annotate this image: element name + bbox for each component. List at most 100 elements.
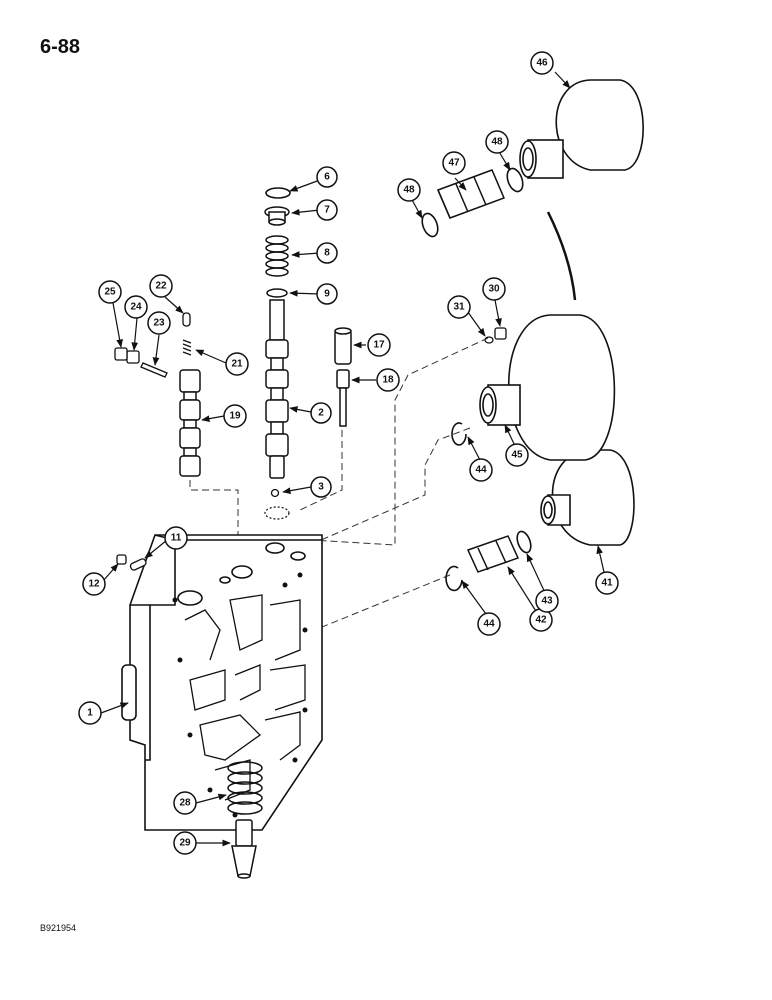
callout-8: 8 — [316, 242, 338, 264]
svg-text:17: 17 — [373, 340, 385, 351]
o-ring-48-right — [506, 167, 524, 193]
callout-7: 7 — [316, 199, 338, 221]
sleeve-24 — [126, 350, 140, 364]
fitting-30 — [494, 327, 507, 340]
svg-text:1: 1 — [87, 708, 93, 719]
valve-bore-seat — [264, 506, 290, 520]
callout-48-right: 48 — [485, 130, 509, 154]
snap-ring-44-upper — [451, 422, 467, 446]
spool-19 — [179, 369, 201, 477]
callout-42: 42 — [529, 608, 553, 632]
spring-8 — [265, 235, 289, 277]
callout-17: 17 — [367, 333, 391, 357]
svg-text:46: 46 — [536, 58, 548, 69]
svg-text:43: 43 — [541, 596, 553, 607]
plug-17 — [334, 327, 352, 365]
connector-42 — [466, 535, 520, 573]
callout-22: 22 — [149, 274, 173, 298]
svg-text:28: 28 — [179, 798, 191, 809]
callout-1: 1 — [78, 701, 102, 725]
callout-47: 47 — [442, 151, 466, 175]
svg-text:7: 7 — [324, 205, 330, 216]
plug-29 — [231, 819, 257, 879]
pin-18 — [336, 369, 350, 427]
check-ball — [270, 488, 280, 498]
leader-lines — [100, 71, 605, 847]
o-ring-48-left — [421, 212, 439, 238]
callout-3: 3 — [310, 476, 332, 498]
svg-text:11: 11 — [171, 533, 182, 544]
callout-23: 23 — [147, 311, 171, 335]
plug-25 — [114, 347, 128, 361]
svg-text:31: 31 — [453, 302, 465, 313]
callout-19: 19 — [223, 404, 247, 428]
pin-23 — [140, 362, 168, 378]
valve-body — [121, 534, 323, 831]
snap-ring-44-lower — [445, 565, 463, 592]
svg-text:18: 18 — [382, 375, 394, 386]
callout-31: 31 — [447, 295, 471, 319]
svg-text:44: 44 — [475, 465, 487, 476]
callout-24: 24 — [124, 295, 148, 319]
retaining-ring-6 — [265, 187, 291, 199]
svg-text:42: 42 — [535, 615, 547, 626]
svg-text:2: 2 — [318, 408, 324, 419]
callout-46: 46 — [530, 51, 554, 75]
o-ring-43 — [516, 530, 532, 554]
svg-text:19: 19 — [229, 411, 241, 422]
callout-21: 21 — [225, 352, 249, 376]
svg-text:3: 3 — [318, 482, 324, 493]
callout-9: 9 — [316, 283, 338, 305]
svg-text:9: 9 — [324, 289, 330, 300]
routing-arc — [546, 211, 577, 301]
svg-text:24: 24 — [130, 302, 142, 313]
callout-45: 45 — [505, 443, 529, 467]
svg-text:45: 45 — [511, 450, 523, 461]
callout-11: 11 — [164, 526, 188, 550]
callout-29: 29 — [173, 831, 197, 855]
svg-text:47: 47 — [448, 158, 460, 169]
svg-text:48: 48 — [491, 137, 503, 148]
svg-text:6: 6 — [324, 172, 330, 183]
callout-18: 18 — [376, 368, 400, 392]
callout-44-lower: 44 — [477, 612, 501, 636]
spring-21 — [182, 339, 192, 356]
svg-text:23: 23 — [153, 318, 165, 329]
svg-text:8: 8 — [324, 248, 330, 259]
spring-seat-7 — [264, 206, 290, 226]
svg-text:25: 25 — [104, 287, 116, 298]
svg-text:41: 41 — [601, 578, 613, 589]
svg-text:29: 29 — [179, 838, 191, 849]
washer-9 — [266, 288, 288, 298]
callouts: 6 7 8 9 2 3 17 18 19 21 22 23 24 25 11 1… — [78, 51, 619, 855]
callout-25: 25 — [98, 280, 122, 304]
svg-text:21: 21 — [231, 359, 243, 370]
o-ring-31 — [484, 336, 494, 344]
valve-spool — [265, 299, 289, 479]
pin-22 — [182, 312, 191, 327]
callout-12: 12 — [82, 572, 106, 596]
svg-text:48: 48 — [403, 185, 415, 196]
pin-11 — [129, 558, 147, 571]
callout-30: 30 — [482, 277, 506, 301]
drawing-code: B921954 — [40, 923, 77, 933]
callout-44-upper: 44 — [469, 458, 493, 482]
svg-text:22: 22 — [155, 281, 167, 292]
svg-text:30: 30 — [488, 284, 500, 295]
accumulator-41 — [540, 449, 635, 546]
accumulator-46 — [519, 79, 644, 179]
callout-28: 28 — [173, 791, 197, 815]
page-number: 6-88 — [40, 36, 81, 58]
callout-48-left: 48 — [397, 178, 421, 202]
connector-47 — [436, 169, 506, 219]
spring-28 — [227, 761, 263, 815]
svg-text:44: 44 — [483, 619, 495, 630]
callout-6: 6 — [316, 166, 338, 188]
callout-2: 2 — [310, 402, 332, 424]
callout-43: 43 — [535, 589, 559, 613]
plug-12 — [116, 554, 127, 565]
callout-41: 41 — [595, 571, 619, 595]
accumulator-45 — [479, 314, 616, 461]
svg-text:12: 12 — [88, 579, 100, 590]
